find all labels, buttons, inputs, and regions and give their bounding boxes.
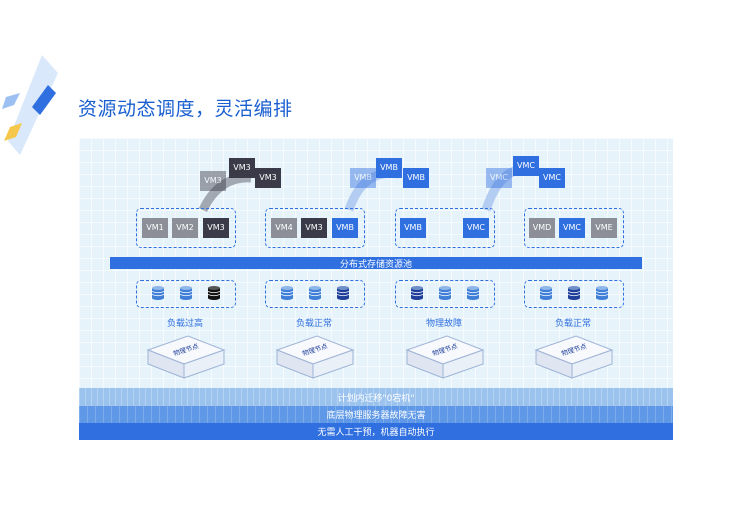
vm-box: VMB <box>332 218 358 238</box>
vm-box: VMB <box>400 218 426 238</box>
page-title: 资源动态调度，灵活编排 <box>78 98 293 120</box>
disk-group <box>524 280 624 308</box>
migrating-vm: VMB <box>376 158 402 178</box>
vm-box: VME <box>591 218 617 238</box>
vm-box: VMD <box>529 218 555 238</box>
physical-server-icon: 物理节点 <box>405 335 485 379</box>
migrating-vm-target: VM3 <box>255 168 281 188</box>
vm-box: VM1 <box>142 218 168 238</box>
database-icon <box>281 286 293 300</box>
migrating-vm-ghost: VMC <box>486 168 512 188</box>
database-icon <box>180 286 192 300</box>
vm-box: VM3 <box>301 218 327 238</box>
database-icon <box>208 286 220 300</box>
disk-group <box>136 280 236 308</box>
database-icon <box>309 286 321 300</box>
diagram-panel: VM3 VM3 VM3 VMB VMB VMB VMC VMC VMC VM1 … <box>79 138 673 440</box>
footer-banner-3: 无需人工干预，机器自动执行 <box>79 423 673 440</box>
vm-box: VM2 <box>172 218 198 238</box>
node-status-label: 负载过高 <box>166 319 203 329</box>
physical-server-icon: 物理节点 <box>275 335 355 379</box>
migrating-vm-target: VMC <box>539 168 565 188</box>
vm-cluster <box>265 208 365 248</box>
disk-group <box>265 280 365 308</box>
node-status-label: 负载正常 <box>554 319 591 329</box>
vm-box: VMC <box>463 218 489 238</box>
vm-box: VM4 <box>271 218 297 238</box>
database-icon <box>337 286 349 300</box>
footer-banner-2: 底层物理服务器故障无害 <box>79 406 673 423</box>
vm-cluster <box>395 208 495 248</box>
migration-arcs <box>198 164 532 213</box>
vm-box: VM3 <box>203 218 229 238</box>
node-status-label: 物理故障 <box>425 319 462 329</box>
database-icon <box>152 286 164 300</box>
migrating-vm-target: VMB <box>403 168 429 188</box>
node-status-label: 负载正常 <box>295 319 332 329</box>
disk-group <box>395 280 495 308</box>
vm-cluster <box>524 208 624 248</box>
database-icon <box>467 286 479 300</box>
decorative-stripes <box>2 55 58 155</box>
physical-server-icon: 物理节点 <box>534 335 614 379</box>
migrating-vm-ghost: VMB <box>350 168 376 188</box>
vm-box: VMC <box>559 218 585 238</box>
migrating-vm-ghost: VM3 <box>200 171 226 191</box>
database-icon <box>411 286 423 300</box>
database-icon <box>540 286 552 300</box>
storage-pool-bar: 分布式存储资源池 <box>110 257 642 270</box>
migrating-vm: VM3 <box>229 158 255 178</box>
migrating-vm: VMC <box>513 156 539 176</box>
database-icon <box>568 286 580 300</box>
vm-cluster <box>136 208 236 248</box>
physical-server-icon: 物理节点 <box>146 335 226 379</box>
footer-banner-1: 计划内迁移"0宕机" <box>79 388 673 406</box>
database-icon <box>439 286 451 300</box>
database-icon <box>596 286 608 300</box>
